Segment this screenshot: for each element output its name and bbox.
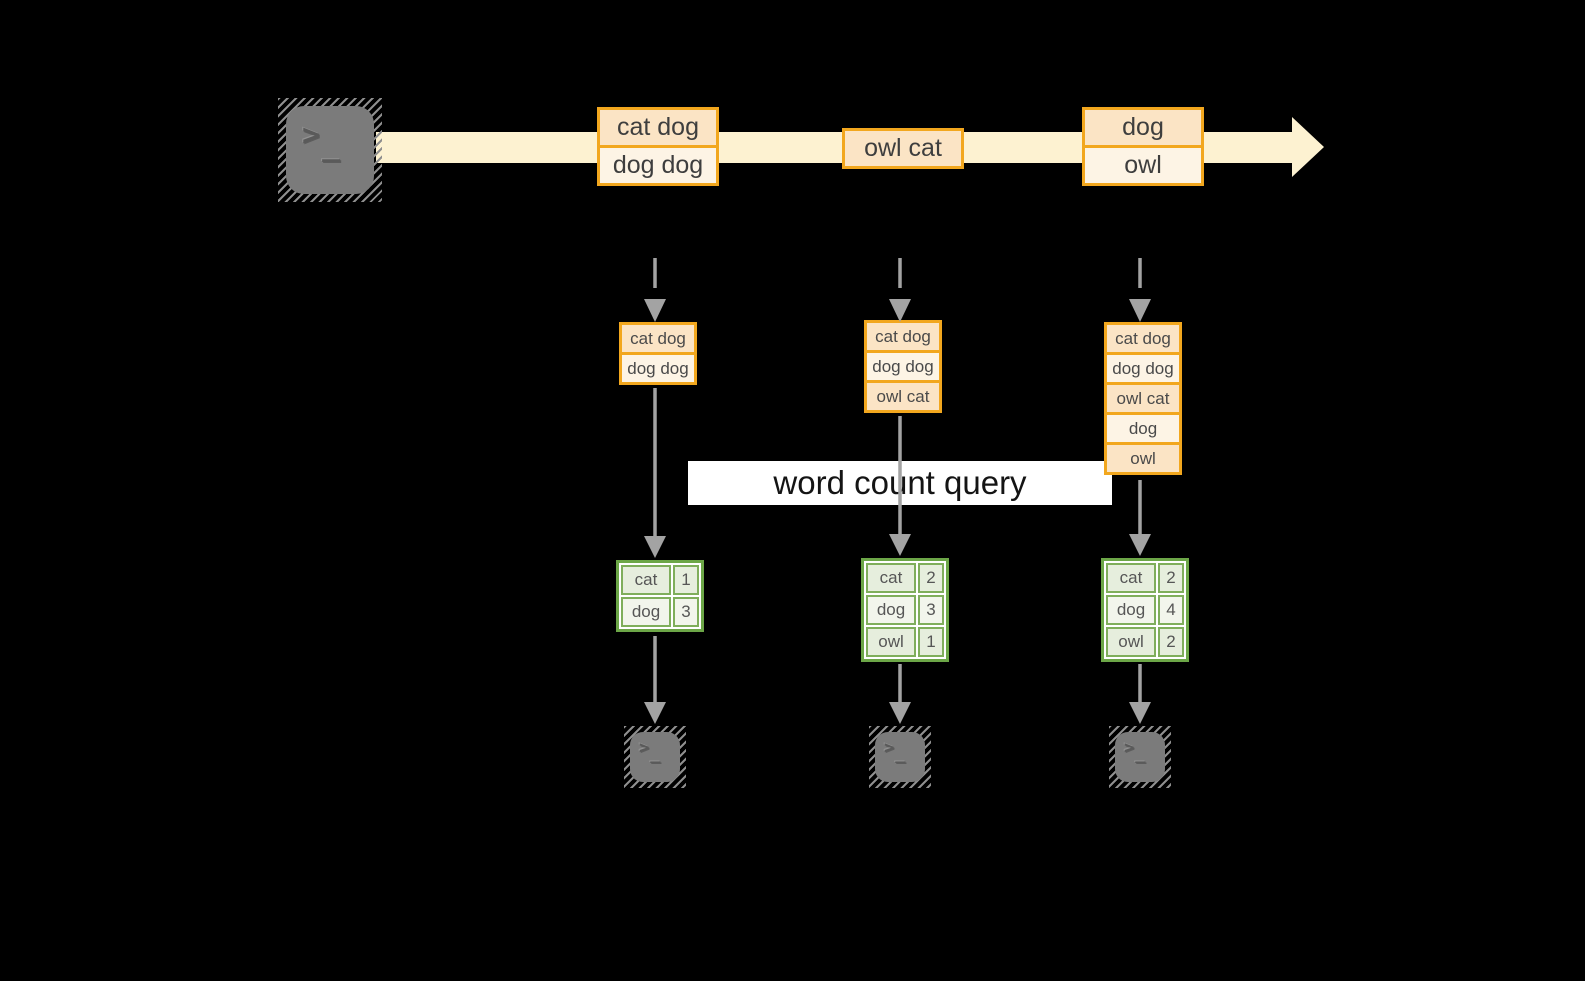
- batch-line: cat dog: [600, 110, 716, 145]
- count-cell: 2: [1158, 563, 1184, 593]
- terminal-body: >_: [630, 732, 680, 782]
- terminal-prompt-icon: >_: [639, 738, 662, 764]
- table-row: cat 1: [621, 565, 699, 595]
- table-row: owl 2: [1106, 627, 1184, 657]
- word-cell: dog: [1106, 595, 1156, 625]
- count-cell: 1: [918, 627, 944, 657]
- stack-line: owl cat: [1107, 382, 1179, 412]
- count-table-2: cat 2 dog 3 owl 1: [861, 558, 949, 662]
- stream-batch-2: owl cat: [842, 128, 964, 169]
- terminal-prompt-icon: >_: [302, 118, 343, 163]
- count-cell: 2: [918, 563, 944, 593]
- count-table-1: cat 1 dog 3: [616, 560, 704, 632]
- input-stack-3: cat dog dog dog owl cat dog owl: [1104, 322, 1182, 475]
- query-arrowhead-1: [644, 536, 666, 558]
- terminal-sink-icon-1: >_: [624, 726, 686, 788]
- input-stack-1: cat dog dog dog: [619, 322, 697, 385]
- query-arrowhead-3: [1129, 534, 1151, 556]
- count-cell: 3: [673, 597, 699, 627]
- stack-line: dog dog: [1107, 352, 1179, 382]
- word-cell: owl: [866, 627, 916, 657]
- stack-line: cat dog: [1107, 325, 1179, 352]
- dashed-arrowhead-2: [889, 299, 911, 322]
- batch-line: owl cat: [845, 131, 961, 166]
- stack-line: cat dog: [622, 325, 694, 352]
- terminal-sink-icon-2: >_: [869, 726, 931, 788]
- count-cell: 2: [1158, 627, 1184, 657]
- table-row: dog 3: [866, 595, 944, 625]
- input-stack-2: cat dog dog dog owl cat: [864, 320, 942, 413]
- batch-line: owl: [1085, 145, 1201, 183]
- terminal-body: >_: [875, 732, 925, 782]
- dashed-arrowhead-3: [1129, 299, 1151, 322]
- stream-arrowhead-icon: [1292, 117, 1324, 177]
- terminal-source-icon: >_: [278, 98, 382, 202]
- query-arrowhead-2: [889, 534, 911, 556]
- count-cell: 4: [1158, 595, 1184, 625]
- count-table-3: cat 2 dog 4 owl 2: [1101, 558, 1189, 662]
- terminal-body: >_: [1115, 732, 1165, 782]
- word-cell: dog: [866, 595, 916, 625]
- terminal-sink-icon-3: >_: [1109, 726, 1171, 788]
- word-cell: cat: [866, 563, 916, 593]
- stack-line: dog: [1107, 412, 1179, 442]
- query-label: word count query: [688, 461, 1112, 505]
- table-row: cat 2: [1106, 563, 1184, 593]
- stream-batch-1: cat dog dog dog: [597, 107, 719, 186]
- stack-line: owl cat: [867, 380, 939, 410]
- stack-line: owl: [1107, 442, 1179, 472]
- terminal-prompt-icon: >_: [884, 738, 907, 764]
- word-cell: cat: [621, 565, 671, 595]
- batch-line: dog dog: [600, 145, 716, 183]
- word-cell: owl: [1106, 627, 1156, 657]
- terminal-body: >_: [286, 106, 374, 194]
- stream-batch-3: dog owl: [1082, 107, 1204, 186]
- stack-line: dog dog: [867, 350, 939, 380]
- sink-arrowhead-3: [1129, 702, 1151, 724]
- word-cell: dog: [621, 597, 671, 627]
- sink-arrowhead-1: [644, 702, 666, 724]
- table-row: dog 4: [1106, 595, 1184, 625]
- batch-line: dog: [1085, 110, 1201, 145]
- dashed-arrowhead-1: [644, 299, 666, 322]
- stack-line: dog dog: [622, 352, 694, 382]
- terminal-prompt-icon: >_: [1124, 738, 1147, 764]
- sink-arrowhead-2: [889, 702, 911, 724]
- table-row: dog 3: [621, 597, 699, 627]
- table-row: owl 1: [866, 627, 944, 657]
- table-row: cat 2: [866, 563, 944, 593]
- word-cell: cat: [1106, 563, 1156, 593]
- count-cell: 3: [918, 595, 944, 625]
- count-cell: 1: [673, 565, 699, 595]
- stack-line: cat dog: [867, 323, 939, 350]
